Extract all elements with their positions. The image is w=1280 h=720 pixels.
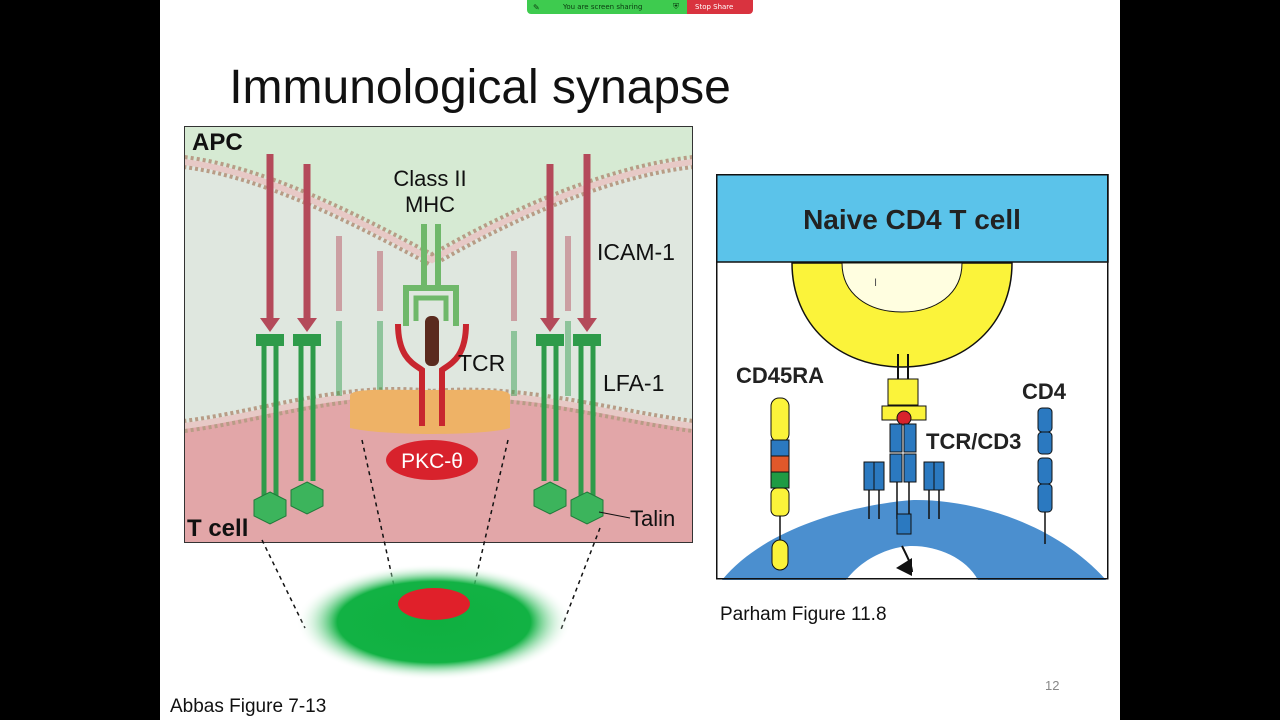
- tcr-molecule: [395, 316, 469, 426]
- parham-caption: Parham Figure 11.8: [720, 604, 887, 625]
- shield-icon: ⛨: [673, 2, 679, 11]
- lipid-raft: [350, 389, 510, 434]
- pkc-theta-label: PKC-θ: [401, 450, 463, 473]
- cd45ra-molecule: [770, 397, 790, 571]
- slide-title: Immunological synapse: [229, 61, 731, 114]
- apc-region: [184, 126, 693, 256]
- page-number: 12: [1045, 678, 1060, 693]
- cd4-label: CD4: [1022, 379, 1067, 404]
- apc-inner: [841, 262, 963, 313]
- text-cursor-icon: I: [874, 277, 877, 289]
- cd4-molecule: [1037, 407, 1053, 544]
- tcr-label: TCR: [458, 350, 505, 376]
- abbas-caption: Abbas Figure 7-13: [170, 696, 327, 717]
- screen-share-bar: ✎ You are screen sharing ⛨ Stop Share: [527, 0, 753, 14]
- t-cell-body: [722, 500, 1106, 580]
- diagram-border: [716, 174, 1109, 580]
- screen-share-status-text: You are screen sharing: [563, 3, 643, 11]
- stop-share-label: Stop Share: [695, 3, 734, 11]
- class-ii-label: Class II: [393, 166, 466, 191]
- apc-label: APC: [192, 129, 243, 156]
- class-ii-mhc: [403, 224, 459, 326]
- synapse-diagram: PKC-θ APC Class II MHC ICAM-1 TCR LFA-1 …: [184, 126, 693, 543]
- icam-1-label: ICAM-1: [597, 239, 675, 265]
- cd45ra-label: CD45RA: [736, 363, 824, 388]
- mhc-label: MHC: [405, 192, 455, 217]
- t-cell-label: T cell: [187, 515, 248, 542]
- pkc-theta: [386, 440, 478, 480]
- naive-cd4-header: Naive CD4 T cell: [803, 204, 1021, 235]
- icam-1-molecules: [260, 154, 597, 332]
- lfa-1-label: LFA-1: [603, 370, 664, 396]
- header-band: [716, 174, 1109, 263]
- tcr-cd3-complex: [863, 354, 945, 576]
- talin-label: Talin: [630, 506, 675, 531]
- screen-share-status[interactable]: ✎ You are screen sharing ⛨: [527, 0, 687, 14]
- naive-t-cell-diagram: Naive CD4 T cell: [716, 174, 1109, 580]
- stop-share-button[interactable]: Stop Share: [687, 0, 753, 14]
- share-screen-icon: ✎: [533, 3, 540, 12]
- diagram-border: [184, 126, 693, 543]
- apc-semicircle: [791, 262, 1013, 368]
- talin-pointer: [598, 511, 631, 519]
- lfa-1-molecules: [253, 334, 604, 525]
- tcr-cd3-label: TCR/CD3: [926, 429, 1021, 454]
- background-molecules: [336, 236, 571, 396]
